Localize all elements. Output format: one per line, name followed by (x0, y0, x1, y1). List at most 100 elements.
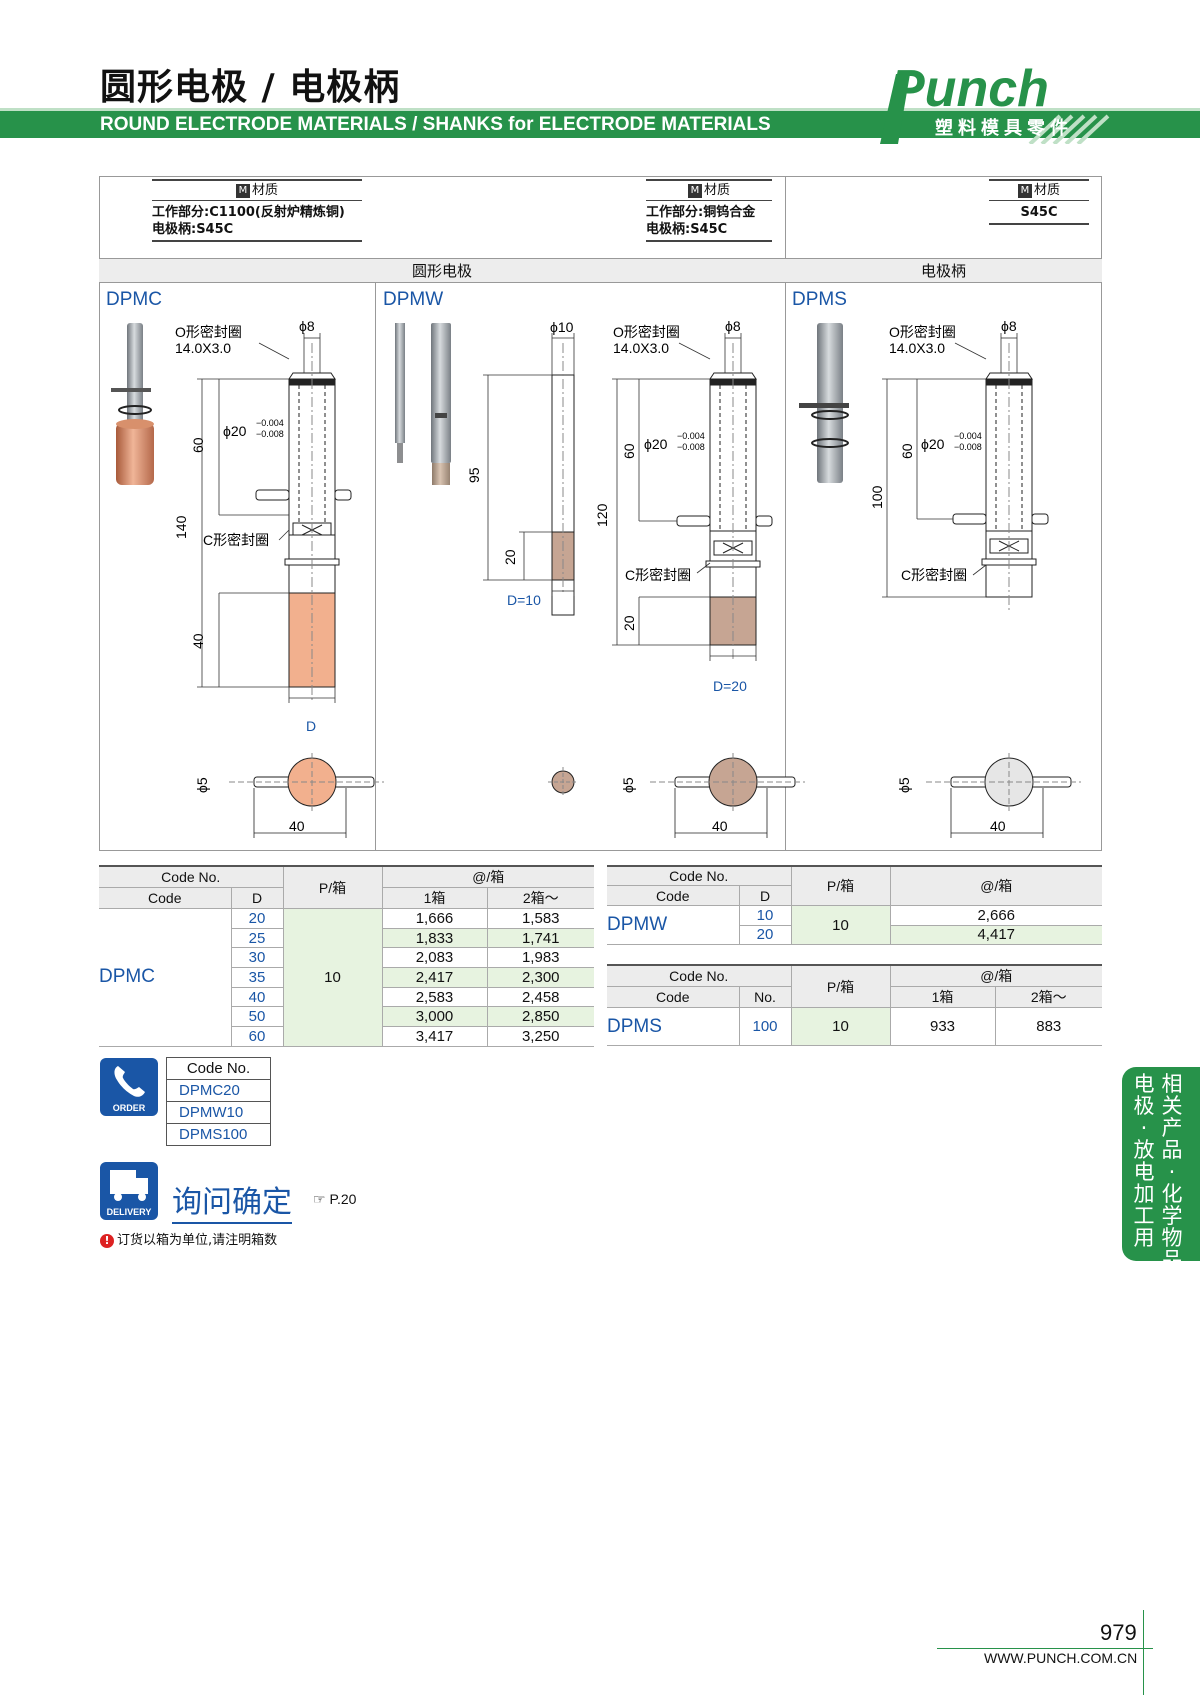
dpmw-dim-95: 95 (466, 467, 482, 483)
dpmw-dim-D20: D=20 (713, 678, 747, 694)
dpms-w40: 40 (990, 818, 1006, 834)
table-row: DPMC 20 10 1,666 1,583 (99, 908, 594, 1047)
punch-logo: Punch (880, 60, 1110, 144)
delivery-page-ref[interactable]: ☞ P.20 (313, 1191, 357, 1207)
dpmw-phi8: ϕ8 (725, 318, 741, 334)
page-title-cn: 圆形电极 / 电极柄 (100, 67, 401, 108)
divider-round-shank (785, 176, 786, 851)
warning-icon: ! (100, 1234, 114, 1248)
side-tab-line1: 电极·放电加工用 (1133, 1072, 1155, 1250)
dpmc-drawing (255, 343, 352, 703)
dpmc-oring-label: O形密封圈 (175, 324, 242, 340)
dpmc-endview (229, 753, 384, 838)
dpms-oring-size: 14.0X3.0 (889, 340, 945, 356)
order-example: DPMS100 (166, 1123, 271, 1146)
page-title-en: ROUND ELECTRODE MATERIALS / SHANKS for E… (100, 114, 771, 135)
order-example: DPMC20 (166, 1079, 271, 1102)
header-band-highlight (0, 108, 1200, 111)
dpms-phi5: ϕ5 (896, 777, 912, 793)
dpmw-phi10: ϕ10 (550, 319, 574, 335)
dpms-tol-upper: −0.004 (954, 431, 982, 441)
dpmw-dim-60: 60 (621, 443, 637, 459)
dpms-dim-100: 100 (869, 485, 885, 509)
label-dpms: DPMS (792, 289, 847, 310)
table-dpms: Code No. P/箱 @/箱 Code No. 1箱 2箱～ DPMS 10… (607, 964, 1102, 1046)
diagram-frame (99, 176, 1102, 851)
dpmc-w40: 40 (289, 818, 305, 834)
delivery-text: 询问确定 (172, 1177, 292, 1224)
technical-drawings: O形密封圈 14.0X3.0 ϕ8 ϕ20 −0.004 −0.008 60 1… (111, 318, 1081, 838)
dpmc-photo (111, 323, 154, 485)
dpms-drawing (952, 343, 1049, 613)
dpmw-w40: 40 (712, 818, 728, 834)
table-row: DPMS 100 10 933 883 (607, 1007, 1102, 1046)
dpms-dimensions (882, 333, 1018, 598)
order-note: !订货以箱为单位,请注明箱数 (100, 1229, 277, 1248)
category-side-tab[interactable]: 电极·放电加工用 相关产品·化学物品 (1122, 1067, 1200, 1271)
truck-icon (110, 1170, 148, 1201)
dpmc-tol-upper: −0.004 (256, 418, 284, 428)
dpmw-photos (395, 323, 451, 485)
dpmw-oring-label: O形密封圈 (613, 324, 680, 340)
dpmw-dimensions (483, 333, 575, 596)
dpms-photo (799, 323, 849, 483)
section-round-electrode: 圆形电极 (99, 258, 785, 283)
table-row: DPMW 10 10 2,666 (607, 905, 1102, 946)
dpms-endview (926, 753, 1081, 838)
dpmc-code: DPMC (99, 908, 231, 1047)
delivery-icon: DELIVERY (100, 1162, 158, 1220)
dpmw-oring-size: 14.0X3.0 (613, 340, 669, 356)
label-dpmw: DPMW (383, 289, 444, 310)
dpmw-code: DPMW (607, 905, 739, 946)
dpmw-tol-lower: −0.008 (677, 442, 705, 452)
dpmw-dim-20: 20 (502, 549, 518, 565)
dpmc-dim-D: D (306, 718, 316, 734)
page-number: 979 (1100, 1620, 1137, 1645)
dpmc-dim-40: 40 (190, 633, 206, 649)
brand-tagline: 塑料模具零件 (935, 118, 1073, 139)
side-tab-line2: 相关产品·化学物品 (1161, 1072, 1183, 1272)
header-band (0, 108, 1200, 138)
label-dpmc: DPMC (106, 289, 162, 310)
dpmw-phi20: ϕ20 (644, 436, 668, 452)
logo-text: Punch (890, 60, 1049, 118)
dpmw-drawing (551, 343, 575, 616)
dpms-code: DPMS (607, 1007, 739, 1046)
dpmc-tol-lower: −0.008 (256, 429, 284, 439)
order-example-table: Code No. DPMC20 DPMW10 DPMS100 (166, 1057, 271, 1146)
dpms-dim-60: 60 (899, 443, 915, 459)
footer-vline (1143, 1610, 1144, 1695)
table-dpmw: Code No. P/箱 @/箱 Code D DPMW 10 10 2,666… (607, 864, 1102, 946)
footer-url[interactable]: WWW.PUNCH.COM.CN (984, 1650, 1138, 1666)
order-icon: ORDER (100, 1058, 158, 1116)
phone-icon (114, 1066, 145, 1097)
dpmc-oring-size: 14.0X3.0 (175, 340, 231, 356)
dpms-oring-label: O形密封圈 (889, 324, 956, 340)
dpmw-cring-label: C形密封圈 (625, 567, 691, 583)
dpms-phi8: ϕ8 (1001, 318, 1017, 334)
dpmw-dim-120: 120 (594, 503, 610, 527)
dpmw-dim-D10: D=10 (507, 592, 541, 608)
dpmw-endview (650, 753, 805, 838)
dpmc-phi8: ϕ8 (299, 318, 315, 334)
dpmw-dim-20b: 20 (621, 615, 637, 631)
dpmw-endview-small (548, 767, 578, 797)
dpmc-phi20: ϕ20 (223, 423, 247, 439)
dpmc-dimensions (197, 333, 336, 703)
dpmc-phi5: ϕ5 (194, 777, 210, 793)
footer-line (937, 1648, 1153, 1649)
order-example: DPMW10 (166, 1101, 271, 1124)
dpms-phi20: ϕ20 (921, 436, 945, 452)
divider-dpmc-dpmw (375, 283, 376, 851)
dpmc-cring-label: C形密封圈 (203, 532, 269, 548)
dpmc-dim-140: 140 (173, 515, 189, 539)
dpmw-shank-dimensions (612, 333, 757, 661)
